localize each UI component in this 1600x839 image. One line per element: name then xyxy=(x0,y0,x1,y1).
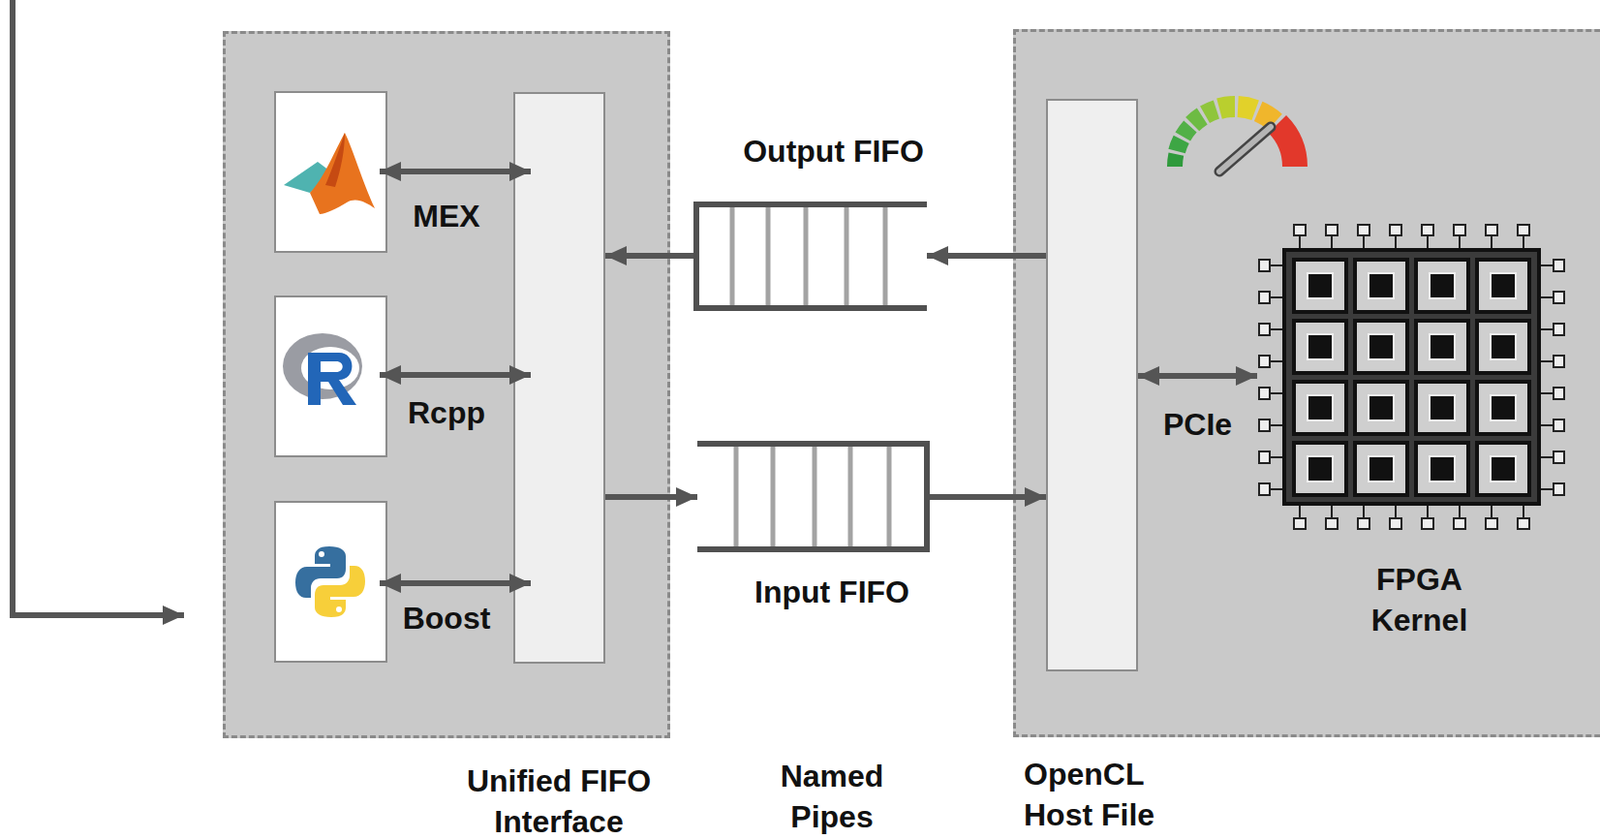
binding-label: Rcpp xyxy=(349,392,544,433)
input-fifo: Input FIFO xyxy=(697,440,930,613)
node-title: FPGA Kernel xyxy=(1371,558,1469,641)
binding-label: Boost xyxy=(349,597,544,639)
fpga-kernel: FPGA Kernel xyxy=(1257,222,1567,531)
text-holder: Input FIFO xyxy=(715,571,949,613)
interface-bar xyxy=(1046,98,1139,672)
text-holder: Output FIFO xyxy=(716,130,951,172)
fifo-slot xyxy=(766,207,771,306)
fifo-slot xyxy=(734,446,739,547)
chip-area xyxy=(1257,222,1567,531)
fifo-frame xyxy=(693,305,927,311)
text-holder: Boost xyxy=(349,597,544,639)
fifo-slot xyxy=(770,446,776,547)
fifo-slot xyxy=(844,207,850,306)
pipe-label: Named Pipes xyxy=(780,755,885,837)
edge-label: PCIe xyxy=(1120,403,1276,445)
fifo-slot xyxy=(812,446,818,547)
text-holder: Unified FIFO Interface xyxy=(413,760,705,839)
text-holder: MEX xyxy=(349,195,544,237)
fifo-frame xyxy=(693,201,700,311)
output-fifo: Output FIFO xyxy=(693,130,927,311)
node-title: OpenCL Host File xyxy=(1023,753,1165,835)
fifo-slot xyxy=(887,446,893,547)
text-holder: Named Pipes xyxy=(715,755,949,837)
fifo-slot xyxy=(730,207,736,306)
node-title: Output FIFO xyxy=(716,130,951,172)
interface-bar xyxy=(513,92,606,664)
binding-label: MEX xyxy=(349,195,544,237)
text-holder: OpenCL Host File xyxy=(1023,753,1165,835)
fifo-slot xyxy=(883,207,889,306)
fifo-slot xyxy=(803,207,809,306)
node-title: Unified FIFO Interface xyxy=(413,760,705,839)
fifo-frame xyxy=(693,201,927,208)
fifo-slot xyxy=(848,446,854,547)
fifo-frame xyxy=(697,546,930,553)
fifo-frame xyxy=(923,440,930,553)
node-title: Input FIFO xyxy=(715,571,949,613)
text-holder: PCIe xyxy=(1120,403,1276,445)
fifo-frame xyxy=(697,440,930,447)
feedback-arrow xyxy=(12,0,185,616)
host-panel: OpenCL Host FileFPGA Kernel xyxy=(1013,29,1600,738)
text-holder: Rcpp xyxy=(349,392,544,433)
text-holder: FPGA Kernel xyxy=(1264,558,1574,641)
fifo-queue xyxy=(693,201,927,311)
fifo-queue xyxy=(697,440,930,553)
